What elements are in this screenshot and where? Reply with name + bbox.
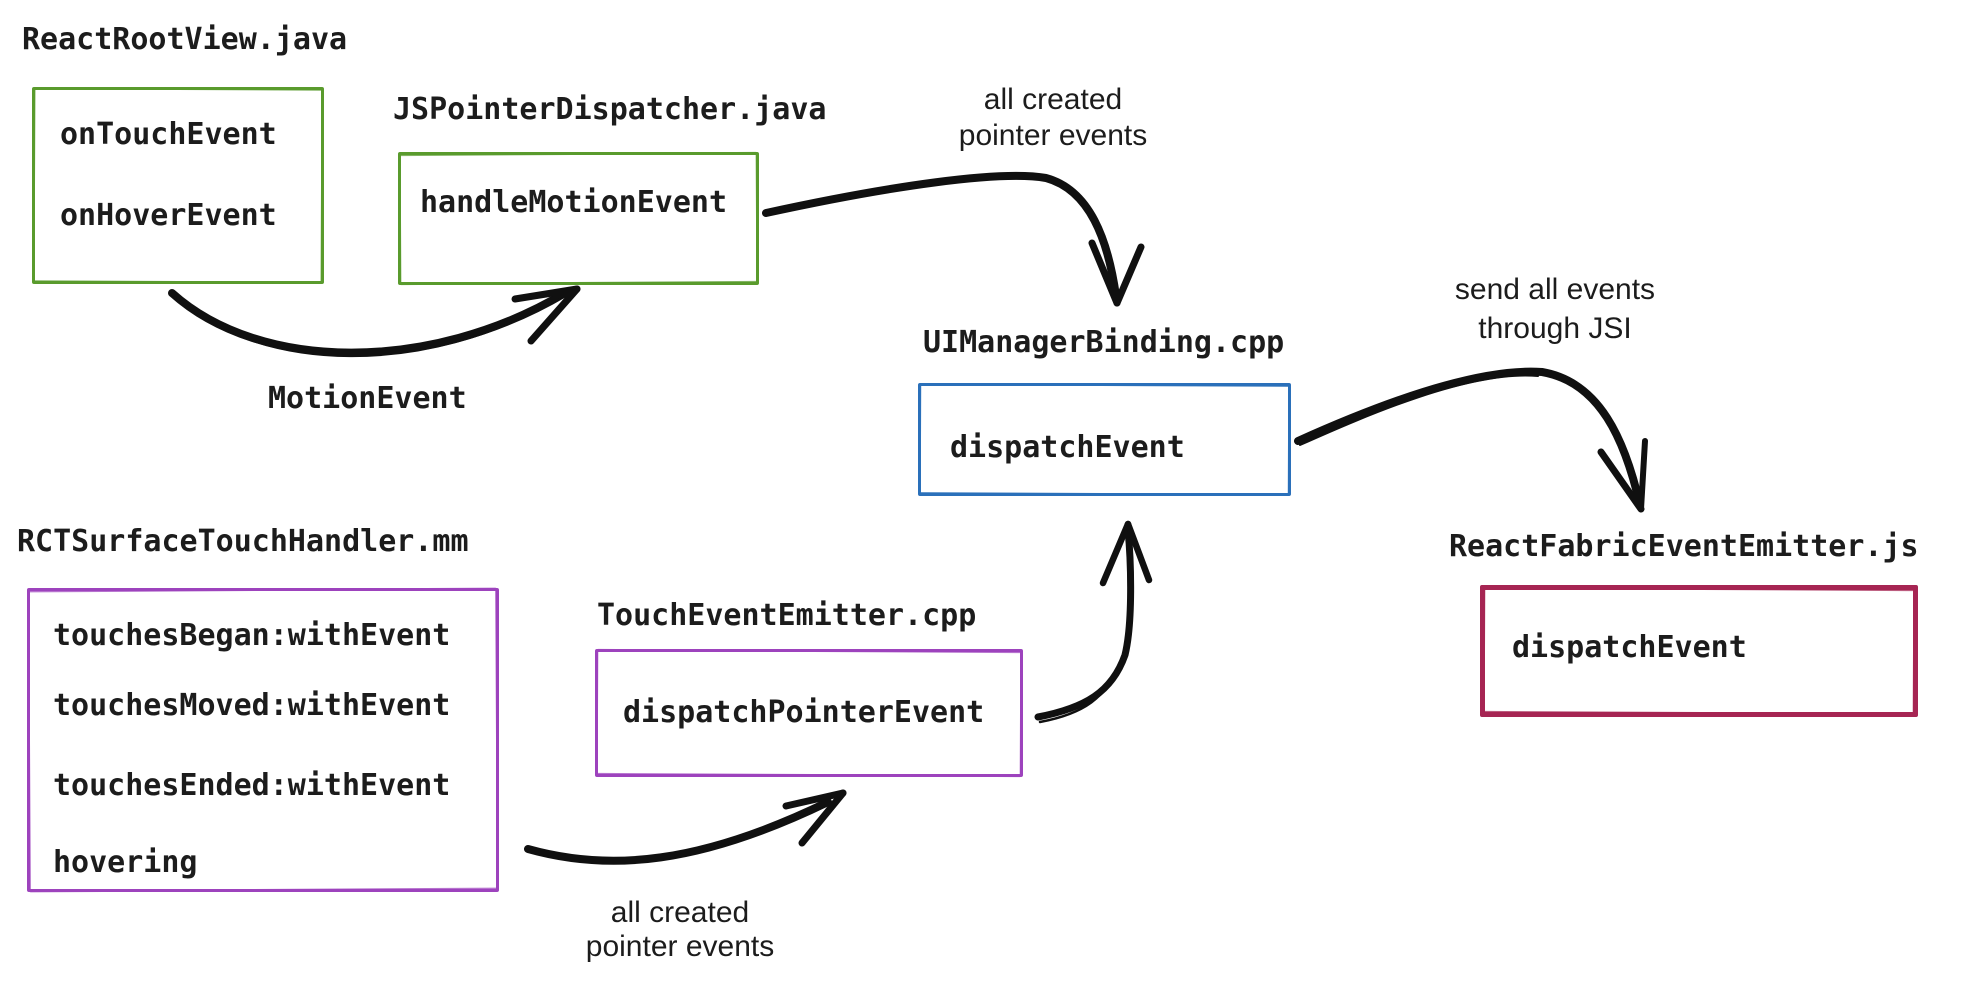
method-touchesmoved: touchesMoved:withEvent (53, 688, 451, 723)
node-box-jspointerdispatcher: handleMotionEvent (398, 152, 759, 285)
edge-label-line: send all events (1454, 273, 1656, 306)
file-label-jspointerdispatcher: JSPointerDispatcher.java (393, 92, 827, 127)
method-touchesended: touchesEnded:withEvent (53, 768, 451, 803)
node-box-toucheventemitter: dispatchPointerEvent (595, 649, 1023, 777)
edge-label-line: pointer events (958, 119, 1148, 152)
edge-label-line: all created (610, 896, 750, 929)
method-hovering: hovering (53, 845, 198, 880)
edge-label-motionevent: MotionEvent (268, 381, 467, 416)
method-dispatchevent-emitter: dispatchEvent (1512, 630, 1747, 665)
method-touchesbegan: touchesBegan:withEvent (53, 618, 451, 653)
edge-send-all-events-through-jsi (1294, 367, 1648, 513)
edge-label-pointer-events-bottom: all created pointer events (520, 896, 840, 964)
file-label-toucheventemitter: TouchEventEmitter.cpp (597, 598, 977, 633)
file-label-reactfabriceventemitter: ReactFabricEventEmitter.js (1449, 529, 1919, 564)
file-label-reactrootview: ReactRootView.java (22, 22, 348, 57)
method-onhoverevent: onHoverEvent (60, 198, 277, 233)
edge-all-created-pointer-events-bottom (524, 789, 847, 865)
node-box-reactfabriceventemitter: dispatchEvent (1480, 585, 1918, 717)
node-box-reactrootview: onTouchEvent onHoverEvent (32, 87, 324, 284)
file-label-rctsurfacetouchhandler: RCTSurfaceTouchHandler.mm (17, 524, 469, 559)
edge-label-send-through-jsi: send all events through JSI (1395, 270, 1715, 348)
edge-all-created-pointer-events-top (762, 171, 1145, 307)
edge-label-line: through JSI (1478, 312, 1632, 345)
node-box-rctsurfacetouchhandler: touchesBegan:withEvent touchesMoved:with… (27, 588, 499, 892)
edge-label-line: pointer events (585, 930, 775, 963)
file-label-uimanagerbinding: UIManagerBinding.cpp (923, 325, 1285, 360)
edge-dispatchpointerevent-to-dispatchevent (1034, 520, 1153, 724)
method-ontouchevent: onTouchEvent (60, 117, 277, 152)
method-dispatchpointerevent: dispatchPointerEvent (623, 695, 985, 730)
edge-label-line: all created (983, 83, 1123, 116)
edge-label-pointer-events-top: all created pointer events (893, 82, 1213, 154)
node-box-uimanagerbinding: dispatchEvent (918, 383, 1291, 496)
method-dispatchevent-binding: dispatchEvent (950, 430, 1185, 465)
edge-motionevent (168, 285, 581, 358)
method-handlemotionevent: handleMotionEvent (420, 185, 728, 220)
